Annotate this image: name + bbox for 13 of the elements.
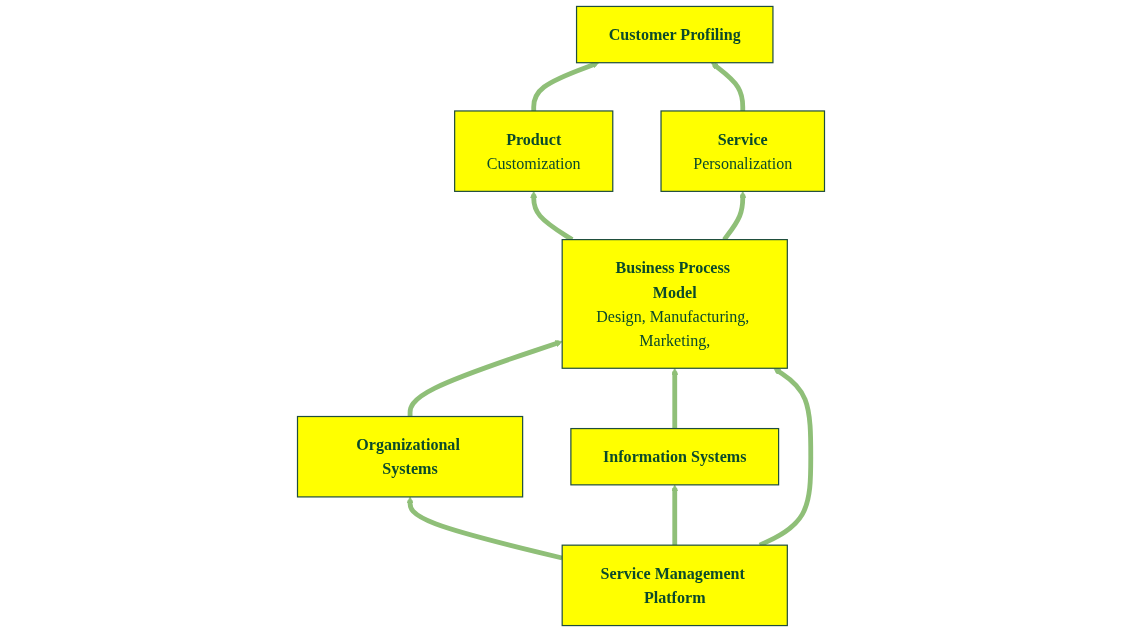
node-box: Product Customization	[454, 110, 614, 192]
arrow	[531, 61, 600, 111]
node-box: Information Systems	[570, 427, 780, 486]
arrow	[406, 496, 563, 561]
node-box: Service Management Platform	[561, 544, 788, 627]
node-box: Service Personalization	[660, 110, 826, 192]
arrow	[671, 484, 679, 546]
node-box: Organizational Systems	[296, 415, 524, 498]
node-box: Customer Profiling	[575, 5, 774, 64]
arrow	[711, 62, 746, 111]
arrow	[407, 340, 563, 417]
node-box: Business Process Model Design, Manufacturing, Marketing,	[561, 239, 788, 369]
arrow	[671, 367, 679, 429]
